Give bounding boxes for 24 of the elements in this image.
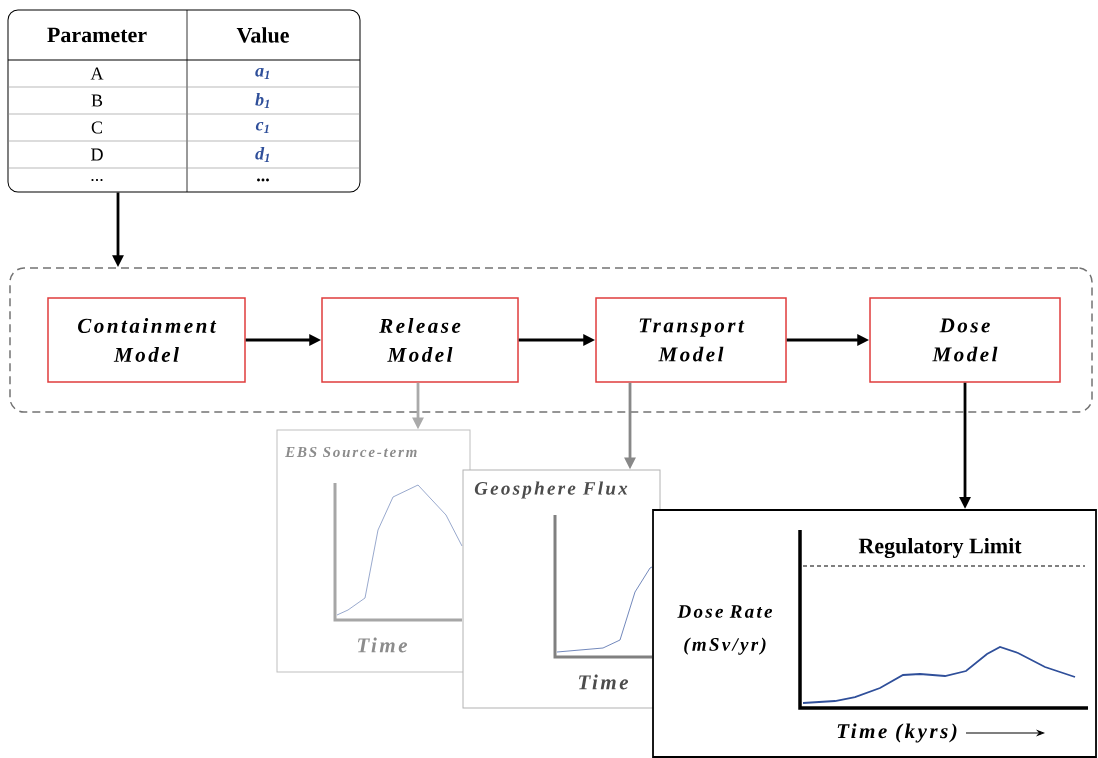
chart-title: EBS Source-term: [285, 446, 417, 458]
model-box: Containment Model: [47, 297, 246, 383]
table-cell: a$_{1}$: [255, 67, 270, 80]
model-box: Dose Model: [869, 297, 1061, 383]
axis-label: Time: [579, 674, 629, 690]
chart-title: Geosphere Flux: [474, 481, 628, 499]
axis-label: Time (kyrs): [837, 723, 957, 743]
table-cell: C: [91, 121, 102, 134]
table-cell: ...: [257, 178, 269, 182]
table-cell: D: [91, 148, 103, 161]
model-box: Transport Model: [595, 297, 787, 383]
table-cell: A: [90, 67, 104, 80]
axis-label: Time: [358, 637, 408, 653]
table-cell: d$_{1}$: [255, 146, 270, 163]
table-cell: B: [91, 94, 103, 107]
table-cell: ...: [91, 178, 103, 182]
column-header: Value: [236, 27, 289, 43]
model-box: Release Model: [321, 297, 519, 383]
table-cell: c$_{1}$: [255, 121, 269, 134]
limit-label: Regulatory Limit: [858, 537, 1022, 559]
column-header: Parameter: [47, 27, 147, 43]
axis-label: Dose Rate (mSv/yr): [677, 605, 773, 655]
table-cell: b$_{1}$: [255, 92, 270, 109]
model-group-frame: [9, 267, 1093, 413]
